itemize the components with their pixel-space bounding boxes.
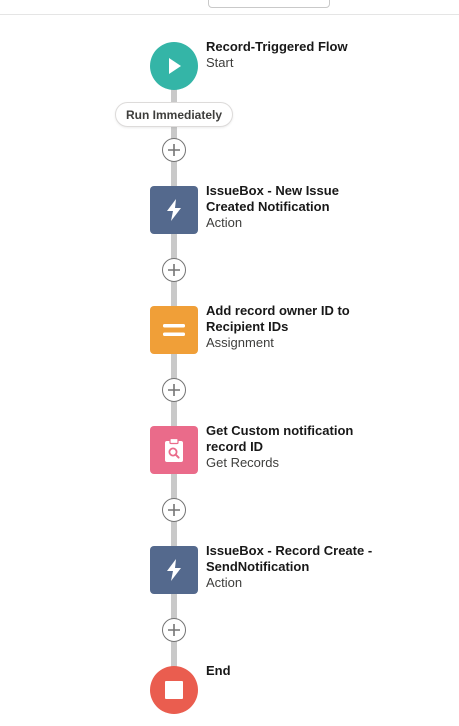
node-title: End — [206, 663, 231, 678]
end-node-label[interactable]: End — [206, 663, 231, 679]
node-type: Start — [206, 55, 234, 70]
run-immediately-path-label[interactable]: Run Immediately — [115, 102, 233, 127]
plus-icon — [168, 384, 180, 396]
get-records-node-label[interactable]: Get Custom notification record ID Get Re… — [206, 423, 353, 471]
clipboard-search-icon — [165, 437, 183, 462]
add-element-button[interactable] — [162, 378, 186, 402]
play-icon — [169, 58, 181, 74]
node-title: Add record owner ID to — [206, 303, 350, 318]
lightning-icon — [167, 199, 181, 221]
node-title: Recipient IDs — [206, 319, 289, 334]
add-element-button[interactable] — [162, 618, 186, 642]
assignment-node-label[interactable]: Add record owner ID to Recipient IDs Ass… — [206, 303, 350, 351]
node-title: record ID — [206, 439, 264, 454]
node-type: Action — [206, 215, 243, 230]
connector — [171, 88, 177, 186]
toolbar — [0, 0, 459, 15]
node-title: IssueBox - Record Create - — [206, 543, 373, 558]
add-element-button[interactable] — [162, 498, 186, 522]
get-records-node[interactable] — [150, 426, 198, 474]
toolbar-control[interactable] — [208, 0, 330, 8]
stop-icon — [165, 681, 183, 699]
start-node-label[interactable]: Record-Triggered Flow Start — [206, 39, 348, 71]
node-type: Get Records — [206, 455, 279, 470]
add-element-button[interactable] — [162, 258, 186, 282]
lightning-icon — [167, 559, 181, 581]
equals-icon — [163, 324, 185, 336]
action-node-label[interactable]: IssueBox - New Issue Created Notificatio… — [206, 183, 339, 231]
node-type: Action — [206, 575, 243, 590]
node-type: Assignment — [206, 335, 274, 350]
node-title: Created Notification — [206, 199, 330, 214]
node-title: IssueBox - New Issue — [206, 183, 339, 198]
end-node[interactable] — [150, 666, 198, 714]
node-title: Get Custom notification — [206, 423, 354, 438]
assignment-node[interactable] — [150, 306, 198, 354]
plus-icon — [168, 264, 180, 276]
start-node[interactable] — [150, 42, 198, 90]
action-node[interactable] — [150, 186, 198, 234]
action-node-label[interactable]: IssueBox - Record Create - SendNotificat… — [206, 543, 372, 591]
add-element-button[interactable] — [162, 138, 186, 162]
action-node[interactable] — [150, 546, 198, 594]
node-title: Record-Triggered Flow — [206, 39, 348, 54]
node-title: SendNotification — [206, 559, 310, 574]
plus-icon — [168, 504, 180, 516]
plus-icon — [168, 144, 180, 156]
plus-icon — [168, 624, 180, 636]
